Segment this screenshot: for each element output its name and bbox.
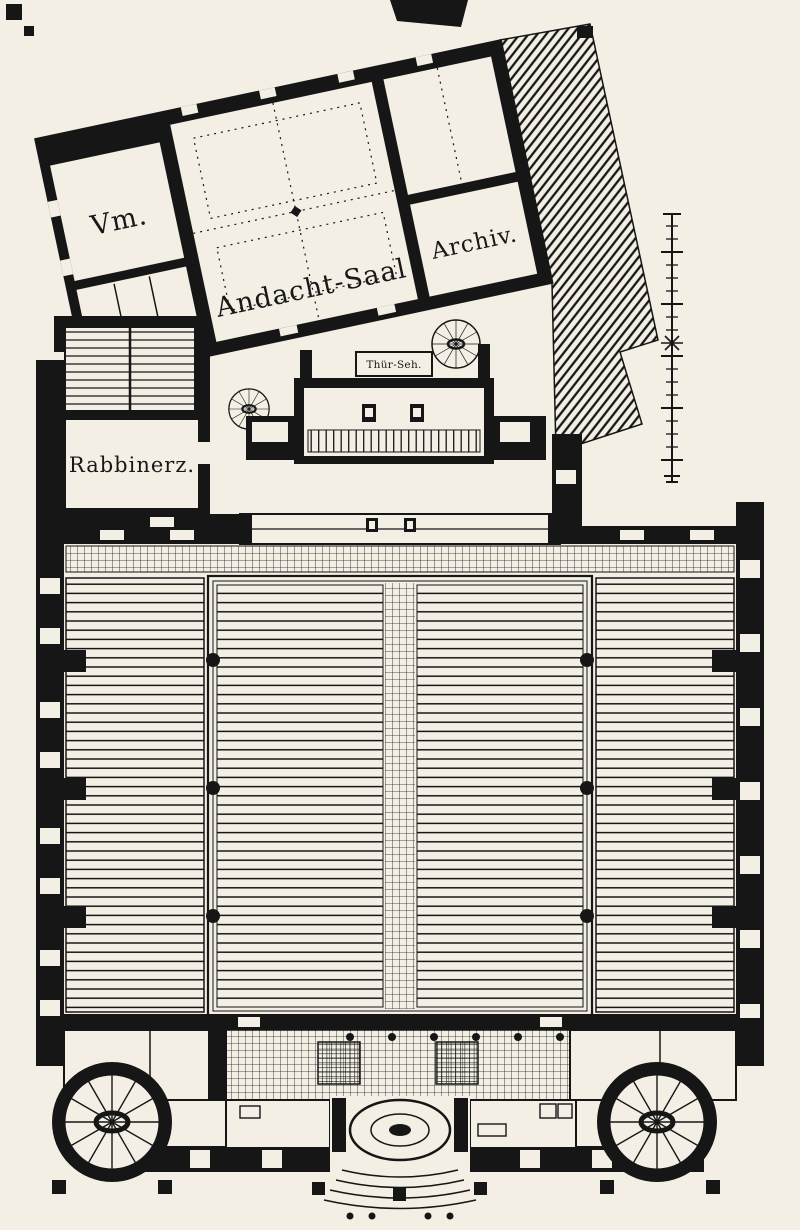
- room-rabbinerz: Rabbinerz.: [66, 420, 198, 508]
- tower-feet: [52, 1180, 720, 1194]
- wall-window-gaps: [40, 470, 760, 1018]
- porch-room-left: [225, 1099, 331, 1149]
- door-label: Thür-Seh.: [366, 359, 421, 371]
- neighbor-hatch-area: [499, 23, 659, 454]
- central-aisle: [385, 583, 415, 1009]
- scale-bar: [661, 213, 683, 483]
- scale-bar-star-icon: [661, 335, 683, 351]
- room-vm: Vm.: [50, 142, 185, 282]
- gallery-grid-band: [65, 545, 735, 573]
- entrance-zone: [52, 1062, 720, 1220]
- stair-hall: [66, 328, 194, 410]
- pew-block-center-left: [216, 584, 384, 1008]
- hall-south-wall: [64, 1014, 736, 1030]
- ark-platform: Thür-Seh.: [246, 344, 546, 464]
- winder-stair-right: [430, 318, 482, 370]
- spiral-stair-tower-right: [597, 1062, 717, 1182]
- scan-artifacts: [6, 0, 593, 38]
- porch-dots: [346, 1212, 454, 1220]
- room-archiv: Archiv.: [410, 181, 538, 297]
- annex-wing: Vm. Andacht-Saal Archiv.: [34, 38, 554, 383]
- door-label-box: Thür-Seh.: [355, 351, 433, 377]
- pew-block-left: [65, 577, 205, 1013]
- central-enclosure-inner: [212, 580, 588, 1012]
- pew-block-right: [595, 577, 735, 1013]
- vestibule-checker-floor: [225, 1029, 571, 1101]
- spiral-stair-tower-left: [52, 1062, 172, 1182]
- room-label-rabbinerz: Rabbinerz.: [69, 453, 195, 477]
- vestibule-pier-left: [317, 1041, 361, 1085]
- room-above-archiv: [383, 56, 516, 195]
- wall-piers: [62, 650, 736, 928]
- pew-block-center-right: [416, 584, 584, 1008]
- rear-platform: [239, 513, 561, 545]
- vestibule-pier-right: [435, 1041, 479, 1085]
- entrance-porch: [312, 1096, 487, 1220]
- stair-rabbinerz-block: Rabbinerz.: [54, 316, 210, 516]
- room-andacht-saal: Andacht-Saal: [170, 81, 418, 342]
- main-hall: [62, 544, 736, 1030]
- hall-columns: [206, 653, 594, 923]
